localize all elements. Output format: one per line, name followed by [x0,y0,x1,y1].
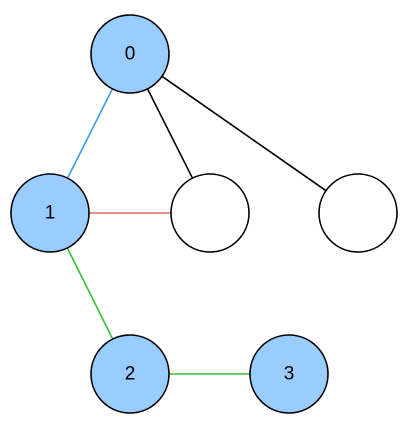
node-n5 [318,173,398,253]
node-circle [10,173,90,253]
node-n0: 0 [90,14,170,94]
node-circle [318,173,398,253]
node-label: 0 [125,44,136,65]
node-n2: 2 [90,334,170,414]
graph-edges [66,75,327,375]
node-label: 3 [284,364,295,385]
node-n3: 3 [249,334,329,414]
edge-n0-n4 [146,88,194,179]
node-circle [90,14,170,94]
node-circle [249,334,329,414]
node-n1: 1 [10,173,90,253]
edge-n0-n5 [161,75,327,192]
node-n4 [170,173,250,253]
node-circle [90,334,170,414]
edge-n1-n2 [66,247,114,340]
node-label: 1 [45,203,56,224]
node-circle [170,173,250,253]
edge-n0-n1 [66,88,114,179]
node-label: 2 [125,364,136,385]
graph-nodes: 0 1 2 3 [10,14,398,414]
